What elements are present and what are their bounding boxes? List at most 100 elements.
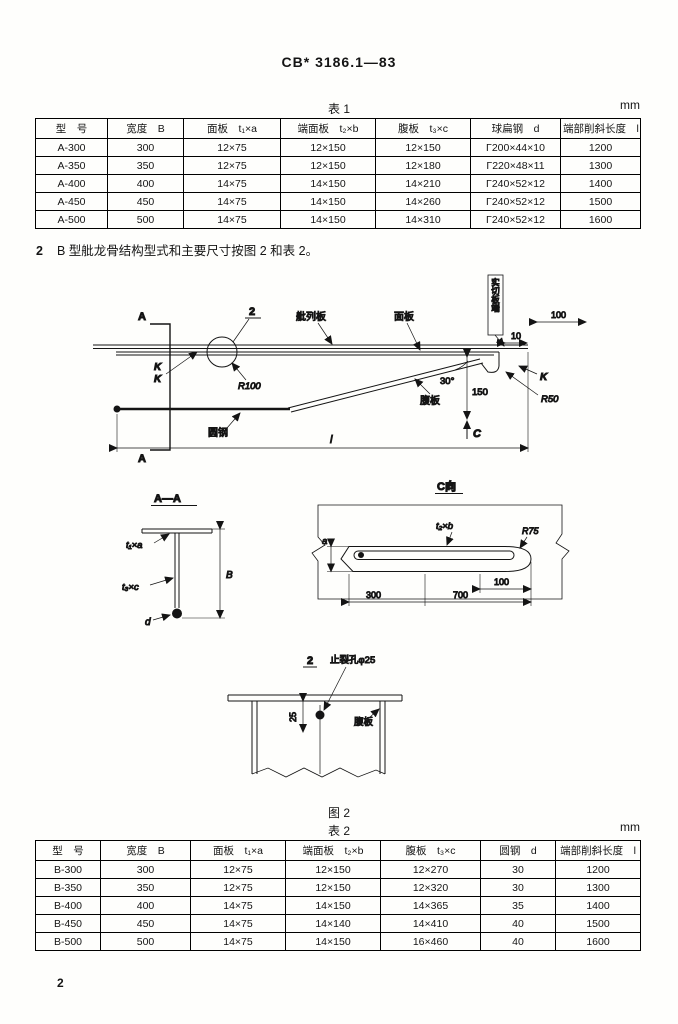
table2-col-web: 腹板 t₃×c [380, 840, 481, 861]
section-line-a [150, 323, 171, 451]
table-cell: 14×310 [375, 210, 471, 229]
table-cell: A-450 [35, 192, 108, 211]
table-cell: A-350 [35, 156, 108, 175]
label-r50: R50 [541, 394, 559, 405]
table-cell: Γ240×52×12 [470, 192, 561, 211]
table-cell: 1500 [555, 914, 641, 933]
table-cell: 1600 [560, 210, 641, 229]
label-shell-plate: 舭列板 [296, 310, 326, 323]
table-cell: 12×150 [375, 138, 471, 157]
table-cell: Γ200×44×10 [470, 138, 561, 157]
table-cell: 14×150 [285, 932, 381, 951]
dim-150-label: 150 [472, 387, 488, 398]
table-cell: 12×75 [190, 878, 286, 897]
detail-web-label: 腹板 [354, 716, 374, 728]
weld-mark-k1: K [154, 362, 162, 373]
section-aa-t3c-label: t₃×c [122, 582, 139, 593]
detail-2-title: 2 [307, 655, 313, 667]
table-cell: B-350 [35, 878, 101, 897]
label-r100: R100 [238, 381, 261, 392]
table-cell: A-300 [35, 138, 108, 157]
table-cell: 1200 [555, 860, 641, 879]
table-cell: 14×75 [190, 932, 286, 951]
table-row: B-500 500 14×75 14×150 16×460 40 1600 [35, 932, 641, 951]
table-row: B-400 400 14×75 14×150 14×365 35 1400 [35, 896, 641, 915]
bar-label-leader [226, 412, 241, 429]
table-cell: 14×75 [190, 896, 286, 915]
table-cell: B-300 [35, 860, 101, 879]
table-cell: 400 [100, 896, 191, 915]
section-aa-t1a-label: t₁×a [126, 540, 142, 551]
table-cell: 14×75 [190, 914, 286, 933]
end-note-leader [494, 334, 505, 347]
table-row: A-350 350 12×75 12×150 12×180 Γ220×48×11… [35, 156, 641, 175]
figure-section-aa: A—A t₁×a t₃×c [122, 493, 234, 629]
r50-leader [505, 371, 539, 396]
table2-col-endplate: 端面板 t₂×b [285, 840, 381, 861]
figure-main-view: A A 2 舭列板 面板 腹板 圆钢 R100 R50 [93, 274, 587, 466]
table-cell: 450 [100, 914, 191, 933]
table-cell: 350 [107, 156, 184, 175]
crack-arrest-hole [315, 710, 325, 720]
weld-mark-k2: K [154, 374, 162, 385]
table2-col-model: 型 号 [35, 840, 101, 861]
view-c-boundary [311, 504, 570, 600]
table-1: 型 号 宽度 B 面板 t₁×a 端面板 t₂×b 腹板 t₃×c 球扁钢 d … [35, 118, 641, 229]
table-row: A-450 450 14×75 14×150 14×260 Γ240×52×12… [35, 192, 641, 211]
table-cell: 30 [480, 860, 556, 879]
face-plate-lines [116, 351, 499, 356]
section-aa-d-label: d [145, 617, 151, 628]
table-row: A-400 400 14×75 14×150 14×210 Γ240×52×12… [35, 174, 641, 193]
shell-label-leader [317, 322, 333, 345]
table2-caption: 表 2 [327, 824, 350, 838]
table-cell: B-500 [35, 932, 101, 951]
dim-300-label: 300 [366, 590, 381, 600]
table2-header-row: 型 号 宽度 B 面板 t₁×a 端面板 t₂×b 腹板 t₃×c 圆钢 d 端… [35, 840, 641, 861]
standard-number: CB* 3186.1—83 [281, 54, 397, 70]
weld-k-leader [165, 351, 198, 375]
section-aa-title: A—A [154, 493, 181, 505]
table-cell: 1400 [555, 896, 641, 915]
face-label-leader [406, 322, 421, 351]
section-aa-web [174, 533, 180, 608]
table-cell: 14×75 [183, 174, 281, 193]
web-taper-lines [287, 352, 500, 413]
dim-25-label: 25 [288, 712, 298, 722]
table-row: A-500 500 14×75 14×150 14×310 Γ240×52×12… [35, 210, 641, 229]
table2-col-endlength: 端部削斜长度 l [555, 840, 641, 861]
r75-leader [519, 536, 528, 549]
table-cell: A-400 [35, 174, 108, 193]
hole-label-leader [323, 666, 347, 711]
table-cell: 35 [480, 896, 556, 915]
dim-l-label: l [330, 434, 333, 446]
table-cell: 12×270 [380, 860, 481, 879]
table-row: B-450 450 14×75 14×140 14×410 40 1500 [35, 914, 641, 933]
label-web: 腹板 [420, 394, 440, 407]
table-cell: 14×150 [280, 174, 376, 193]
view-c-plate-outline [340, 546, 532, 572]
table-cell: 500 [107, 210, 184, 229]
table1-col-width: 宽度 B [107, 118, 184, 139]
table-cell: B-450 [35, 914, 101, 933]
table-cell: 300 [107, 138, 184, 157]
figure-2-caption: 图 2 [327, 806, 350, 820]
table1-col-model: 型 号 [35, 118, 108, 139]
table-cell: 1200 [560, 138, 641, 157]
table-cell: 1400 [560, 174, 641, 193]
table-cell: 14×150 [280, 210, 376, 229]
label-round-bar: 圆钢 [208, 426, 228, 439]
clause-text: B 型舭龙骨结构型式和主要尺寸按图 2 和表 2。 [56, 244, 319, 258]
table-cell: 12×150 [285, 860, 381, 879]
table-cell: 14×150 [280, 192, 376, 211]
view-c-r75-label: R75 [522, 526, 540, 536]
table-cell: 12×75 [183, 138, 281, 157]
section-mark-a-bottom: A [138, 453, 146, 465]
view-c-hole-dot [358, 552, 364, 558]
table-cell: 12×150 [280, 138, 376, 157]
shell-plate-lines [93, 344, 528, 349]
table-cell: 1600 [555, 932, 641, 951]
table2-unit: mm [620, 820, 640, 834]
table1-col-bulbflat: 球扁钢 d [470, 118, 561, 139]
table-cell: 450 [107, 192, 184, 211]
t2b-leader [446, 531, 454, 546]
